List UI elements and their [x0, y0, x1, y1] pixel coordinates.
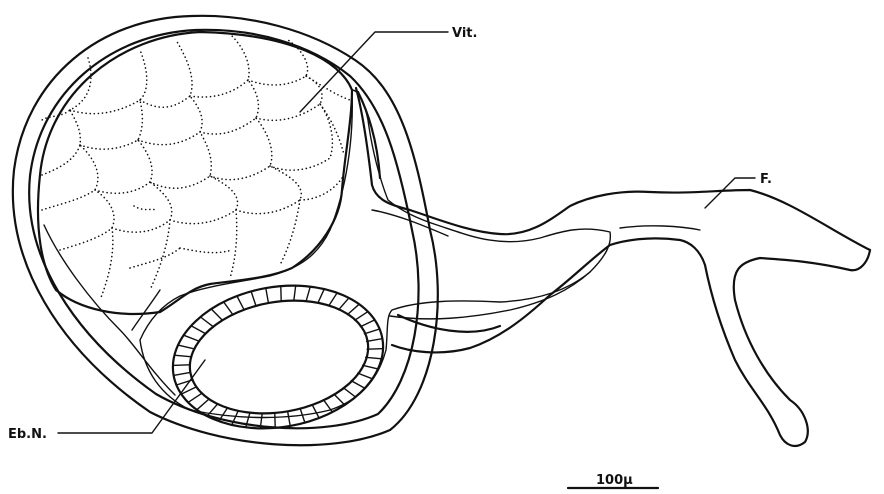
- ring-segment: [366, 357, 382, 359]
- ring-segment: [367, 349, 383, 350]
- ring-segment: [211, 309, 222, 320]
- ring-segment: [364, 329, 379, 334]
- ring-segment: [360, 320, 374, 327]
- ring-segment: [224, 302, 233, 314]
- ring-segment: [288, 411, 291, 426]
- ring-segment: [201, 317, 213, 326]
- ring-segment: [355, 312, 368, 321]
- scale-bar: 100μ: [568, 473, 658, 488]
- ring-segment: [173, 365, 189, 366]
- vitellarium-chamber: [38, 32, 352, 314]
- ring-segment: [251, 291, 256, 305]
- ring-segment: [358, 373, 373, 379]
- ring-segment: [306, 287, 310, 302]
- ring-segment: [347, 304, 359, 314]
- outer-wall: [13, 16, 438, 445]
- ring-segment: [188, 394, 201, 403]
- ring-segment: [367, 339, 383, 342]
- ring-segment: [266, 288, 269, 303]
- ring-segment: [174, 373, 190, 376]
- ring-segment: [312, 405, 319, 418]
- embryo-nucleus-ring: [161, 270, 394, 445]
- ring-segment: [174, 355, 190, 357]
- ring-segment: [329, 293, 337, 306]
- funiculus-label: F.: [760, 172, 772, 187]
- ring-segment: [334, 394, 345, 405]
- embryo-nucleus-label: Eb.N.: [8, 427, 47, 442]
- stippled-tissue: [44, 90, 610, 418]
- ring-segment: [343, 388, 355, 397]
- ring-segment: [191, 326, 205, 334]
- ring-segment: [363, 365, 378, 369]
- ring-segment: [318, 289, 324, 303]
- ring-segment: [197, 399, 209, 409]
- ring-segment: [294, 286, 296, 301]
- ring-segment: [184, 335, 199, 341]
- vitellarium-label: Vit.: [452, 26, 477, 41]
- scale-bar-label: 100μ: [596, 473, 633, 488]
- ring-segment: [351, 381, 365, 389]
- ring-segments: [173, 286, 383, 429]
- ring-segment: [339, 298, 349, 310]
- ring-segment: [237, 296, 244, 309]
- funiculus-stalk: [356, 88, 870, 446]
- leader-lines: [58, 32, 755, 433]
- ring-segment: [178, 345, 193, 349]
